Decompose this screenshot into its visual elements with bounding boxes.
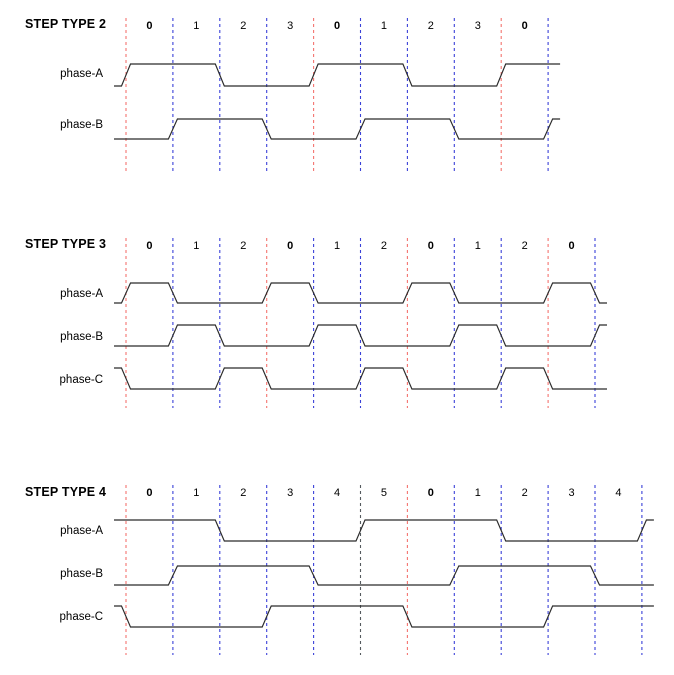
step-label-2: 2 [240,487,246,499]
step-label-1: 1 [193,240,199,252]
diagram-title: STEP TYPE 3 [25,237,106,251]
waveform-phase-B [114,565,654,586]
waveform-phase-A [114,63,561,87]
waveform-phase-C [114,367,607,390]
step-label-2: 2 [240,240,246,252]
step-label-7: 1 [475,240,481,252]
row-label-phase-A: phase-A [60,525,103,537]
step-label-3: 3 [287,20,293,32]
row-label-phase-B: phase-B [60,568,103,580]
step-label-3: 3 [287,487,293,499]
waveform-phase-B [114,324,607,347]
step-label-0: 0 [146,240,152,252]
step-label-2: 2 [240,20,246,32]
step-label-4: 1 [334,240,340,252]
step-label-3: 0 [287,240,293,252]
row-label-phase-A: phase-A [60,288,103,300]
row-label-phase-C: phase-C [60,611,103,623]
step-label-1: 1 [193,20,199,32]
step-label-10: 4 [615,487,621,499]
diagram-title: STEP TYPE 4 [25,485,106,499]
step-label-8: 2 [522,240,528,252]
waveform-phase-B [114,118,561,140]
row-label-phase-B: phase-B [60,119,103,131]
row-label-phase-A: phase-A [60,68,103,80]
step-label-1: 1 [193,487,199,499]
diagram-title: STEP TYPE 2 [25,17,106,31]
step-label-7: 1 [475,487,481,499]
step-label-0: 0 [146,487,152,499]
waveform-phase-C [114,605,654,628]
step-label-6: 0 [428,240,434,252]
step-label-5: 1 [381,20,387,32]
step-label-6: 2 [428,20,434,32]
row-label-phase-B: phase-B [60,331,103,343]
step-label-0: 0 [146,20,152,32]
step-label-7: 3 [475,20,481,32]
step-label-8: 2 [522,487,528,499]
step-label-6: 0 [428,487,434,499]
step-label-4: 4 [334,487,340,499]
step-label-8: 0 [522,20,528,32]
waveform-phase-A [114,519,654,542]
waveform-phase-A [114,282,607,304]
step-label-9: 3 [568,487,574,499]
row-label-phase-C: phase-C [60,374,103,386]
step-label-9: 0 [568,240,574,252]
step-label-5: 2 [381,240,387,252]
step-label-4: 0 [334,20,340,32]
step-label-5: 5 [381,487,387,499]
